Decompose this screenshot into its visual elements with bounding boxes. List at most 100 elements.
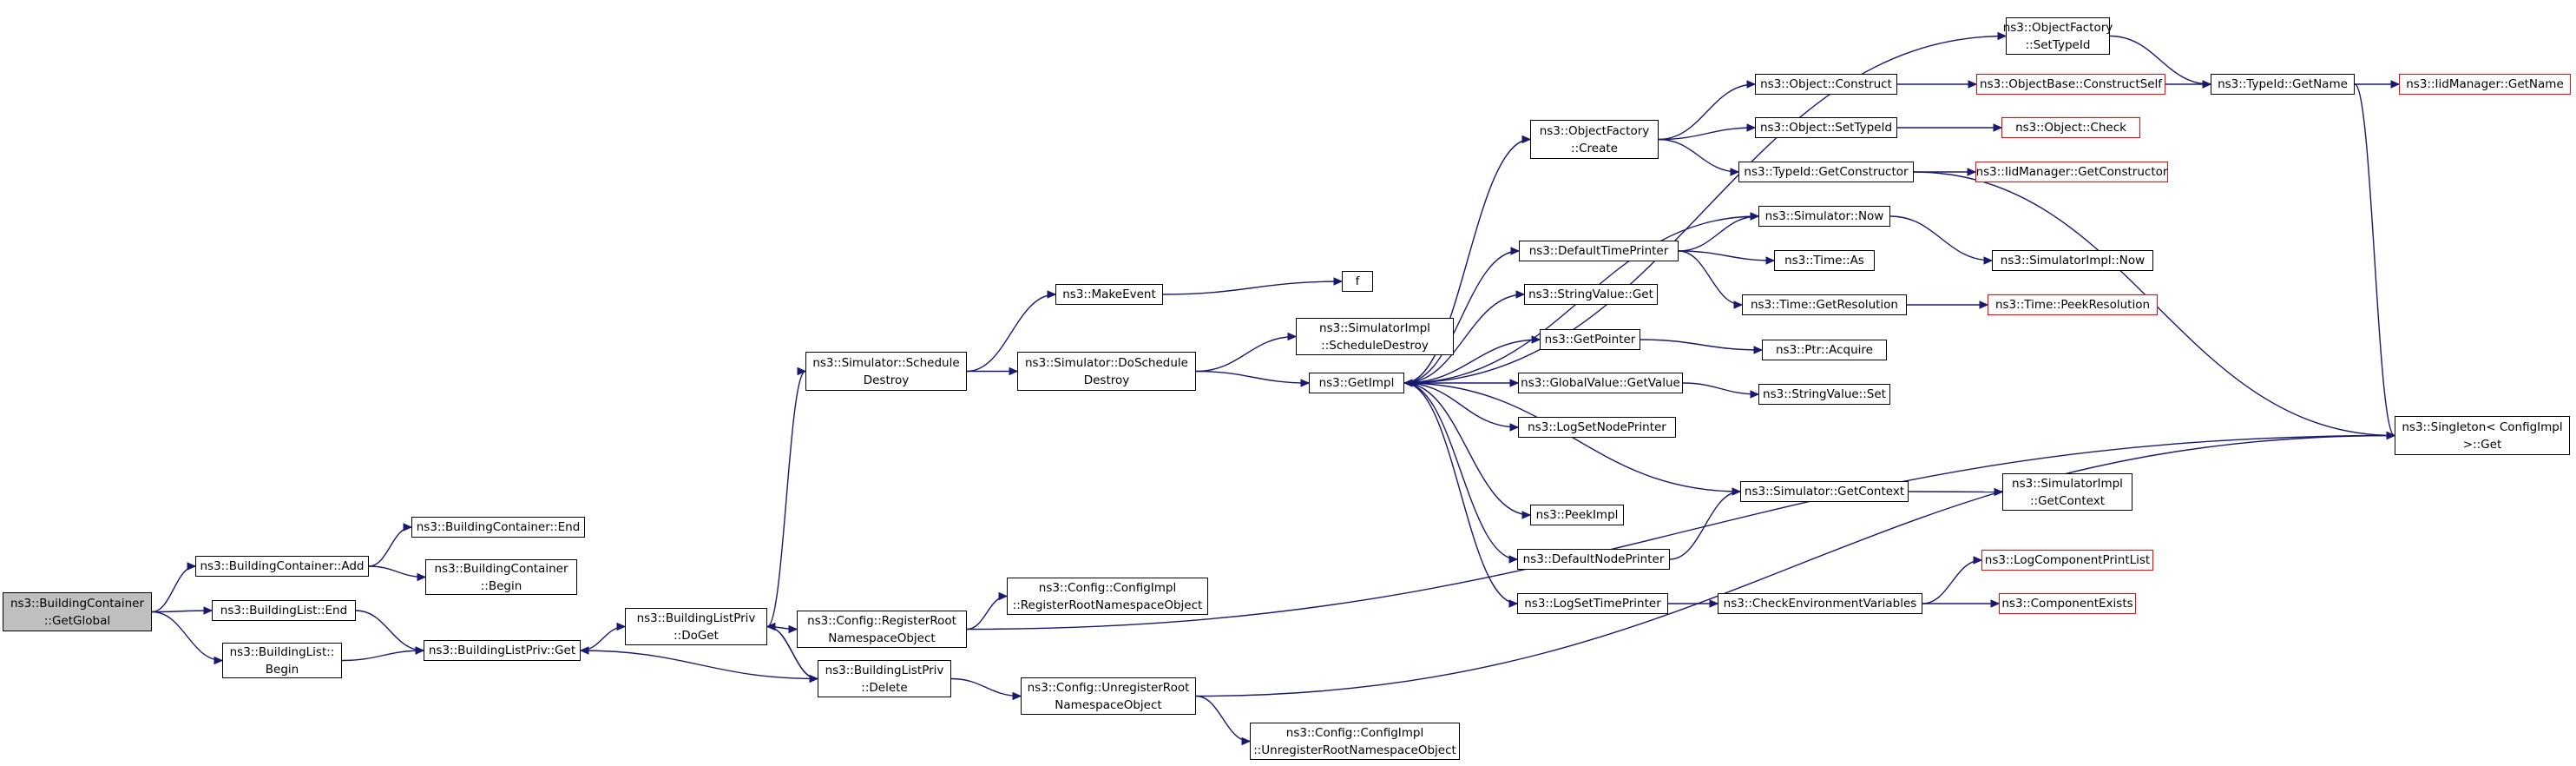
graph-node[interactable]: ns3::BuildingContainer::Begin [425, 559, 577, 595]
graph-node[interactable]: ns3::PeekImpl [1530, 505, 1624, 525]
graph-node-label: ns3::IidManager::GetConstructor [1975, 165, 2168, 179]
call-edge-arrowhead [1997, 31, 2008, 41]
call-edge-arrowhead [2202, 80, 2212, 89]
graph-node[interactable]: ns3::GetPointer [1540, 329, 1640, 350]
call-edge-arrowhead [1709, 599, 1719, 608]
call-edge [1403, 138, 1531, 384]
graph-node[interactable]: ns3::Object::Construct [1755, 74, 1897, 95]
call-edge [1403, 382, 1518, 560]
graph-node-label: ::Delete [861, 680, 908, 695]
graph-node[interactable]: ns3::Simulator::GetContext [1740, 481, 1909, 502]
call-edge-arrowhead [1515, 290, 1526, 299]
call-edge-arrowhead [2386, 431, 2396, 440]
graph-node[interactable]: ns3::LogComponentPrintList [1981, 550, 2153, 571]
graph-node-label: ns3::Config::ConfigImpl [1285, 725, 1424, 740]
graph-node[interactable]: ns3::ObjectFactory::Create [1530, 120, 1659, 159]
graph-node[interactable]: ns3::StringValue::Set [1758, 384, 1890, 405]
graph-node-label: ::GetContext [2029, 493, 2106, 508]
graph-node-label: ns3::GetPointer [1544, 333, 1636, 347]
graph-node-label: Begin [265, 662, 299, 677]
call-edge-arrowhead [1009, 366, 1019, 376]
graph-node[interactable]: ns3::Config::ConfigImpl::RegisterRootNam… [1007, 578, 1208, 615]
graph-node[interactable]: ns3::Config::ConfigImpl::UnregisterRootN… [1250, 723, 1460, 760]
graph-node[interactable]: ns3::BuildingListPriv::DoGet [625, 608, 767, 645]
graph-node[interactable]: ns3::DefaultTimePrinter [1519, 241, 1679, 261]
graph-node[interactable]: ns3::StringValue::Get [1524, 284, 1658, 305]
graph-node-label: ::ScheduleDestroy [1321, 338, 1429, 353]
graph-node[interactable]: ns3::IidManager::GetConstructor [1975, 162, 2168, 182]
graph-node-label: ns3::DefaultNodePrinter [1522, 552, 1665, 566]
call-edge [151, 565, 196, 613]
graph-node[interactable]: ns3::BuildingContainer::End [411, 517, 585, 538]
graph-node[interactable]: ns3::DefaultNodePrinter [1517, 549, 1670, 570]
graph-node[interactable]: ns3::Simulator::Now [1758, 206, 1890, 227]
graph-node[interactable]: ns3::LogSetTimePrinter [1517, 593, 1668, 614]
call-edge [766, 370, 806, 628]
graph-node[interactable]: ns3::Time::PeekResolution [1988, 294, 2158, 315]
graph-node[interactable]: ns3::GlobalValue::GetValue [1518, 373, 1683, 393]
graph-node-label: ns3::LogSetTimePrinter [1524, 597, 1661, 611]
call-edge-arrowhead [1765, 256, 1776, 265]
graph-node[interactable]: ns3::Object::Check [2001, 117, 2140, 138]
graph-node-label: ns3::BuildingListPriv [636, 611, 756, 625]
graph-node[interactable]: ns3::ObjectBase::ConstructSelf [1976, 74, 2165, 95]
call-edge-arrowhead [1509, 423, 1520, 432]
call-edge-arrowhead [1979, 300, 1989, 309]
graph-node-label: ns3::Simulator::Now [1764, 209, 1884, 223]
graph-node[interactable]: ns3::TypeId::GetConstructor [1738, 162, 1914, 182]
graph-node-label: ns3::Config::ConfigImpl [1038, 580, 1177, 595]
call-edge-arrowhead [616, 622, 627, 631]
graph-node-label: ns3::PeekImpl [1535, 508, 1619, 522]
graph-node[interactable]: ns3::LogSetNodePrinter [1518, 417, 1676, 438]
graph-node[interactable]: ns3::IidManager::GetName [2399, 74, 2571, 95]
call-edge-arrowhead [1047, 290, 1057, 299]
graph-node[interactable]: ns3::BuildingListPriv::Delete [818, 660, 951, 697]
graph-node[interactable]: ns3::Ptr::Acquire [1762, 340, 1887, 360]
call-edge [355, 610, 424, 651]
call-edge-arrowhead [1973, 556, 1983, 565]
graph-node[interactable]: ns3::BuildingList::End [212, 600, 356, 621]
call-edge-arrowhead [1746, 123, 1757, 132]
graph-node-label: ::GetGlobal [43, 613, 111, 628]
call-edge [1658, 127, 1756, 141]
call-edge [1195, 335, 1297, 373]
graph-node[interactable]: ns3::Time::GetResolution [1742, 294, 1907, 315]
graph-node-label: ns3::Simulator::GetContext [1744, 485, 1905, 499]
call-edge-arrowhead [1990, 599, 2001, 608]
call-edge [1195, 434, 2395, 697]
graph-node[interactable]: ns3::MakeEvent [1055, 284, 1163, 305]
graph-node[interactable]: f [1342, 271, 1373, 292]
graph-node[interactable]: ns3::SimulatorImpl::ScheduleDestroy [1296, 318, 1454, 355]
graph-node-label: ns3::Object::SetTypeId [1759, 121, 1893, 135]
graph-node-label: ns3::BuildingContainer [10, 596, 144, 611]
graph-node[interactable]: ns3::ObjectFactory::SetTypeId [2003, 17, 2113, 55]
graph-node-label: ns3::Simulator::DoSchedule [1025, 355, 1188, 370]
graph-node-label: ns3::Time::As [1784, 254, 1864, 267]
graph-node[interactable]: ns3::Time::As [1774, 250, 1875, 271]
call-edge-arrowhead [1287, 332, 1298, 341]
graph-node-label: ns3::StringValue::Get [1528, 287, 1653, 301]
graph-node[interactable]: ns3::TypeId::GetName [2211, 74, 2355, 95]
graph-node[interactable]: ns3::BuildingList::Begin [222, 643, 342, 678]
graph-node[interactable]: ns3::ComponentExists [1999, 593, 2136, 614]
call-edge-arrowhead [1241, 736, 1252, 746]
graph-node[interactable]: ns3::SimulatorImpl::Now [1992, 250, 2153, 271]
graph-node-label: ns3::BuildingListPriv [825, 663, 944, 677]
graph-node[interactable]: ns3::GetImpl [1309, 373, 1404, 393]
call-edge [1403, 250, 1520, 384]
graph-node[interactable]: ns3::Object::SetTypeId [1755, 117, 1897, 138]
graph-node-label: ns3::Config::UnregisterRoot [1027, 680, 1190, 695]
graph-node[interactable]: ns3::BuildingContainer::Add [195, 556, 369, 577]
call-edge-arrowhead [1746, 80, 1757, 89]
graph-node-label: ns3::StringValue::Set [1763, 387, 1886, 401]
graph-node[interactable]: ns3::CheckEnvironmentVariables [1718, 593, 1922, 614]
call-edge-arrowhead [797, 366, 807, 376]
graph-node[interactable]: ns3::Singleton< ConfigImpl >::Get [2395, 416, 2570, 455]
call-edge [1162, 281, 1343, 295]
graph-node[interactable]: ns3::BuildingListPriv::Get [424, 640, 581, 661]
graph-node[interactable]: ns3::SimulatorImpl::GetContext [2002, 473, 2132, 511]
